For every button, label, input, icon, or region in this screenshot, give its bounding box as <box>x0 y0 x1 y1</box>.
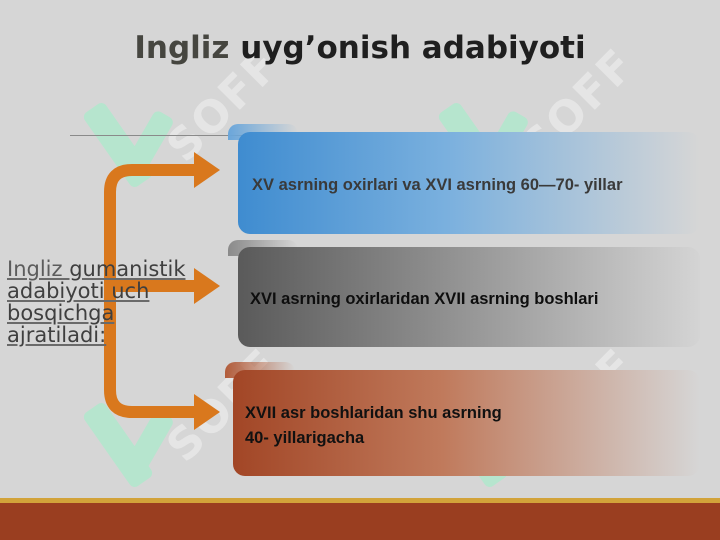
stage-band-2 <box>238 247 700 347</box>
stage-band-1 <box>238 132 700 234</box>
arrow-head-1 <box>194 152 220 188</box>
bottom-stripe <box>0 498 720 503</box>
slide-title: Ingliz uyg’onish adabiyoti <box>0 30 720 66</box>
arrow-head-3 <box>194 394 220 430</box>
stage-band-3 <box>233 370 700 476</box>
title-rest: uyg’onish adabiyoti <box>229 30 586 66</box>
arrow-head-2 <box>194 268 220 304</box>
side-description-first-word: Ingliz <box>7 257 63 281</box>
stage-label-1: XV asrning oxirlari va XVI asrning 60—70… <box>252 176 623 194</box>
stage-label-2: XVI asrning oxirlaridan XVII asrning bos… <box>250 290 599 308</box>
title-highlight: Ingliz <box>134 30 230 66</box>
side-description-rest: gumanistik adabiyoti uch bosqichga ajrat… <box>7 257 186 347</box>
stage-label-3: XVII asr boshlaridan shu asrning 40- yil… <box>245 404 502 447</box>
bottom-bar <box>0 503 720 540</box>
side-description: Ingliz gumanistik adabiyoti uch bosqichg… <box>7 258 197 346</box>
